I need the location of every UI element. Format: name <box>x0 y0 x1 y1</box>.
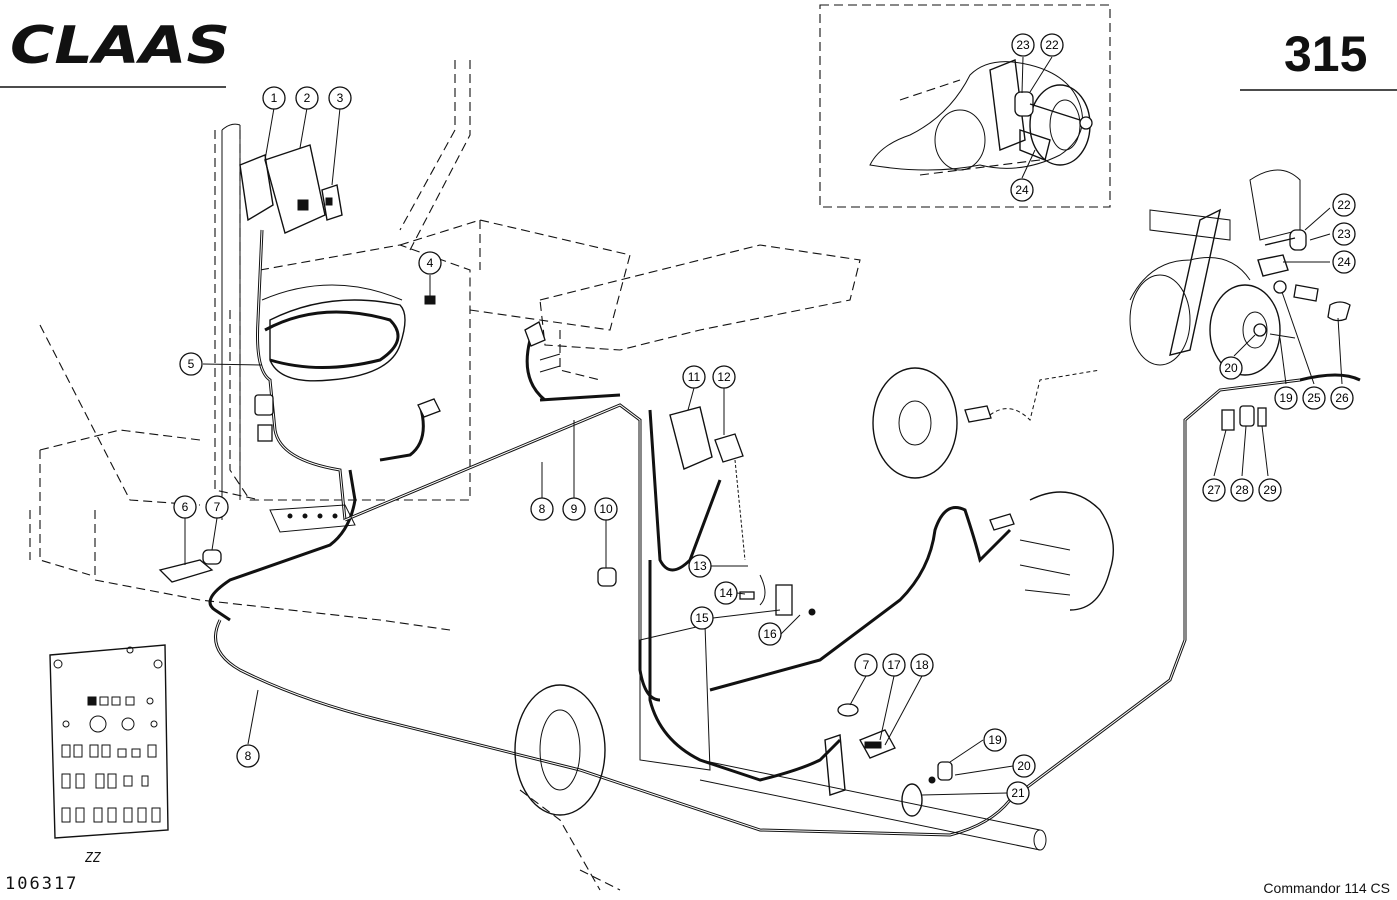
svg-text:12: 12 <box>717 370 731 384</box>
callout: 9 <box>562 497 586 521</box>
svg-text:10: 10 <box>599 502 613 516</box>
callout: 26 <box>1330 386 1354 410</box>
page-number: 315 <box>1284 26 1367 82</box>
svg-text:17: 17 <box>887 658 901 672</box>
callout: 10 <box>594 497 618 521</box>
callout: 23 <box>1332 222 1356 246</box>
callout: 20 <box>1012 754 1036 778</box>
callout: 17 <box>882 653 906 677</box>
svg-text:20: 20 <box>1224 361 1238 375</box>
callout: 25 <box>1302 386 1326 410</box>
svg-text:11: 11 <box>688 370 701 384</box>
callout: 23 <box>1011 33 1035 57</box>
svg-text:4: 4 <box>427 256 434 270</box>
svg-text:7: 7 <box>214 500 221 514</box>
callout: 7 <box>205 495 229 519</box>
callout: 19 <box>983 728 1007 752</box>
svg-text:2: 2 <box>304 91 311 105</box>
callout: 24 <box>1010 178 1034 202</box>
cab-post <box>221 123 241 520</box>
callout: 21 <box>1006 781 1030 805</box>
svg-text:9: 9 <box>571 502 578 516</box>
callout: 2 <box>295 86 319 110</box>
svg-text:24: 24 <box>1337 255 1351 269</box>
callout: 12 <box>712 365 736 389</box>
callout: 27 <box>1202 478 1226 502</box>
svg-text:16: 16 <box>763 627 777 641</box>
svg-text:19: 19 <box>988 733 1002 747</box>
svg-text:28: 28 <box>1235 483 1249 497</box>
callout: 6 <box>173 495 197 519</box>
callout: 24 <box>1332 250 1356 274</box>
callout: 11 <box>682 365 706 389</box>
svg-text:7: 7 <box>863 658 870 672</box>
svg-text:27: 27 <box>1207 483 1221 497</box>
svg-text:18: 18 <box>915 658 929 672</box>
callout: 7 <box>854 653 878 677</box>
svg-text:3: 3 <box>337 91 344 105</box>
callout: 28 <box>1230 478 1254 502</box>
callout: 13 <box>688 554 712 578</box>
control-panel <box>49 644 169 839</box>
callout: 22 <box>1332 193 1356 217</box>
drawing-number: 106317 <box>5 874 78 894</box>
svg-text:13: 13 <box>693 559 707 573</box>
leader-lines <box>184 56 1343 796</box>
callout: 8 <box>530 497 554 521</box>
svg-text:29: 29 <box>1263 483 1277 497</box>
callout: 15 <box>690 606 714 630</box>
callout: 16 <box>758 622 782 646</box>
callout: 19 <box>1274 386 1298 410</box>
svg-text:8: 8 <box>245 749 252 763</box>
callout: 20 <box>1219 356 1243 380</box>
svg-text:23: 23 <box>1337 227 1351 241</box>
misc-parts <box>158 169 1351 851</box>
svg-text:20: 20 <box>1017 759 1031 773</box>
svg-text:22: 22 <box>1337 198 1351 212</box>
svg-text:19: 19 <box>1279 391 1293 405</box>
control-unit-bracket <box>239 144 343 234</box>
panel-code: ZZ <box>84 851 102 866</box>
callout: 4 <box>418 251 442 275</box>
callout: 1 <box>262 86 286 110</box>
svg-text:1: 1 <box>271 91 278 105</box>
svg-text:23: 23 <box>1016 38 1030 52</box>
cable-harness-main <box>208 229 1361 837</box>
svg-text:24: 24 <box>1015 183 1029 197</box>
callouts: 1 2 3 4 5 6 7 8 9 10 11 12 13 14 15 16 7… <box>173 33 1356 805</box>
callout: 14 <box>714 581 738 605</box>
svg-text:8: 8 <box>539 502 546 516</box>
svg-text:22: 22 <box>1045 38 1059 52</box>
callout: 22 <box>1040 33 1064 57</box>
svg-text:6: 6 <box>182 500 189 514</box>
fuel-tank <box>261 284 406 382</box>
callout: 5 <box>179 352 203 376</box>
svg-text:21: 21 <box>1011 786 1025 800</box>
svg-text:5: 5 <box>188 357 195 371</box>
svg-text:15: 15 <box>695 611 709 625</box>
svg-text:26: 26 <box>1335 391 1349 405</box>
callout: 18 <box>910 653 934 677</box>
detail-inset-frame <box>819 4 1111 208</box>
detail-inset-drawing <box>869 59 1093 176</box>
svg-text:25: 25 <box>1307 391 1321 405</box>
model-name: Commandor 114 CS <box>1263 880 1390 896</box>
svg-text:14: 14 <box>719 586 733 600</box>
brand-logo: CLAAS <box>10 16 230 76</box>
callout: 8 <box>236 744 260 768</box>
callout: 29 <box>1258 478 1282 502</box>
callout: 3 <box>328 86 352 110</box>
frame-ghost-lines <box>29 60 861 891</box>
